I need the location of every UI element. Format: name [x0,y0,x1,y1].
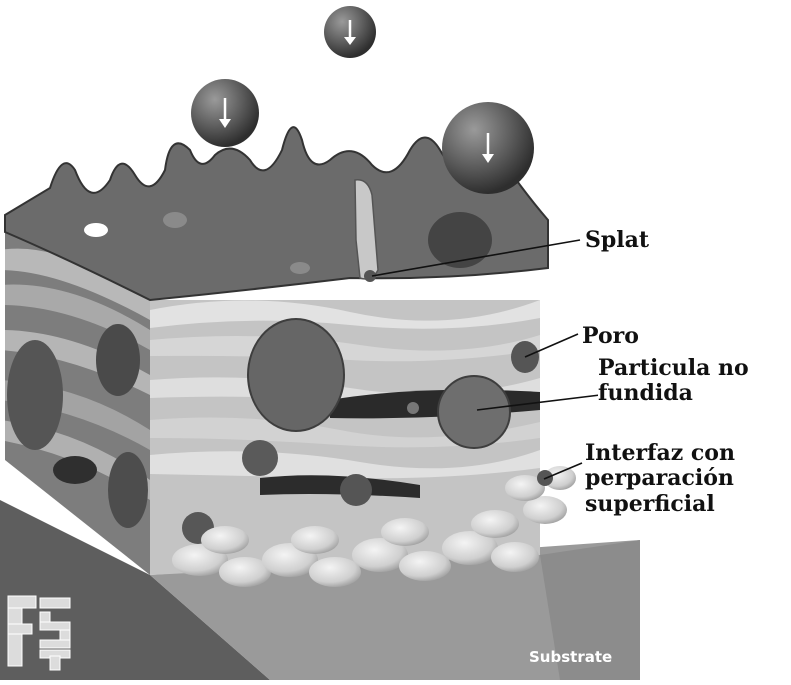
label-interfaz-line3: superficial [585,492,735,517]
label-interfaz-line1: Interfaz con [585,441,735,466]
label-particula-no-fundida: Particula no fundida [598,356,749,407]
label-particula-line1: Particula no [598,356,749,381]
droplet-right [442,102,534,194]
droplet-top [324,6,376,58]
label-substrate: Substrate [529,648,612,666]
label-particula-line2: fundida [598,381,749,406]
label-interfaz: Interfaz con perparación superficial [585,441,735,517]
droplet-left [191,79,259,147]
label-splat: Splat [585,228,649,253]
label-poro: Poro [582,324,639,349]
label-interfaz-line2: perparación [585,466,735,491]
